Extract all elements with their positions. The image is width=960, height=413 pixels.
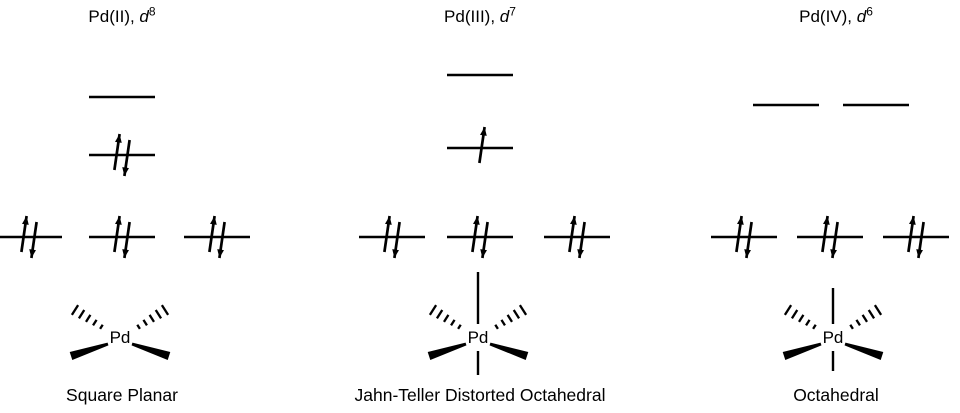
diagram-column-1: Pd (359, 73, 610, 375)
svg-text:Pd: Pd (468, 328, 489, 347)
svg-text:Pd: Pd (823, 328, 844, 347)
title-d-count: 8 (148, 4, 156, 19)
geometry-label-octahedral: Octahedral (793, 385, 879, 405)
column-title-pd2: Pd(II), d8 (88, 4, 156, 27)
title-prefix: Pd(III), (444, 7, 500, 26)
diagram-column-2: Pd (711, 103, 949, 371)
column-title-pd3: Pd(III), d7 (444, 4, 516, 27)
column-title-pd4: Pd(IV), d6 (799, 4, 873, 27)
title-d-symbol: d (139, 7, 149, 26)
geometry-label-jahn-teller-octahedral: Jahn-Teller Distorted Octahedral (354, 385, 606, 405)
title-d-symbol: d (856, 7, 867, 26)
svg-text:Pd: Pd (110, 328, 131, 347)
title-prefix: Pd(II), (88, 7, 140, 26)
title-d-count: 7 (509, 4, 516, 19)
title-d-count: 6 (866, 4, 873, 19)
title-prefix: Pd(IV), (799, 7, 857, 26)
diagram-column-0: Pd (0, 95, 250, 360)
geometry-label-square-planar: Square Planar (66, 385, 178, 405)
title-d-symbol: d (499, 7, 510, 26)
